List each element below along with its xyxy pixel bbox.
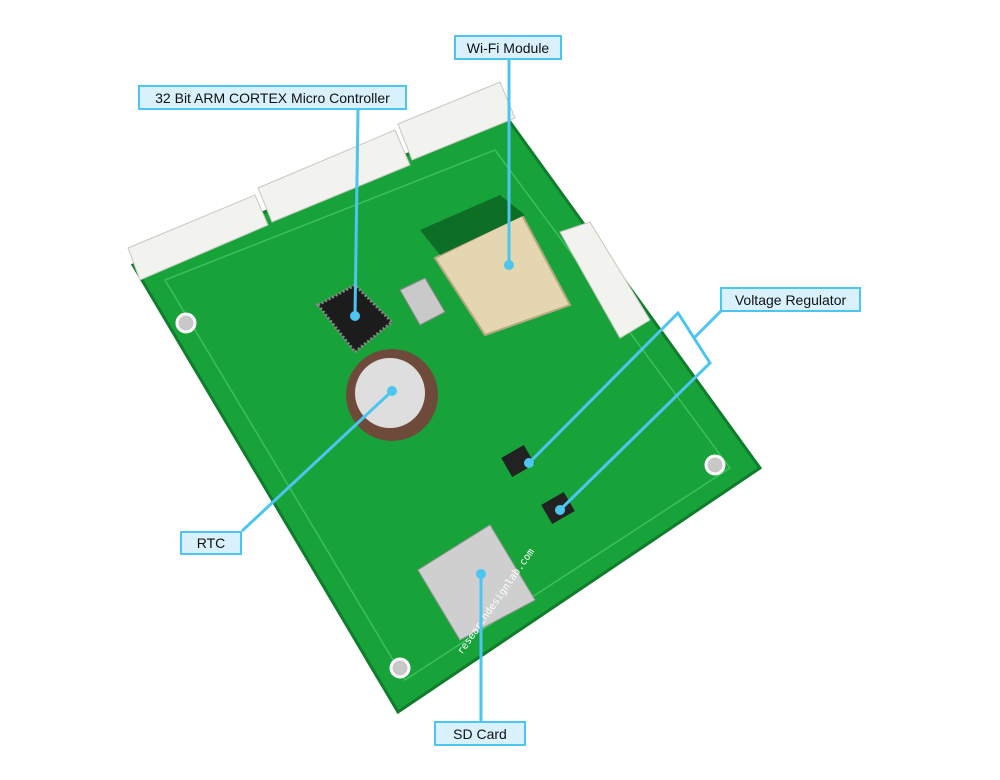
pcb-board xyxy=(130,113,763,715)
sd-card-label: SD Card xyxy=(434,721,526,746)
mcu-label: 32 Bit ARM CORTEX Micro Controller xyxy=(138,85,407,110)
mcu-callout-line xyxy=(353,109,360,317)
wifi-module-label: Wi-Fi Module xyxy=(454,35,562,60)
callout-dots xyxy=(350,260,565,579)
sd-card-slot-shape xyxy=(417,524,536,641)
regulator-callout-line xyxy=(692,308,724,340)
header-connectors xyxy=(127,81,651,339)
rtc-label: RTC xyxy=(180,531,242,555)
rtc-callout-line xyxy=(240,389,394,533)
mounting-holes xyxy=(175,312,726,679)
pcb-inner-outline xyxy=(163,149,732,682)
voltage-regulator-label: Voltage Regulator xyxy=(720,287,861,312)
